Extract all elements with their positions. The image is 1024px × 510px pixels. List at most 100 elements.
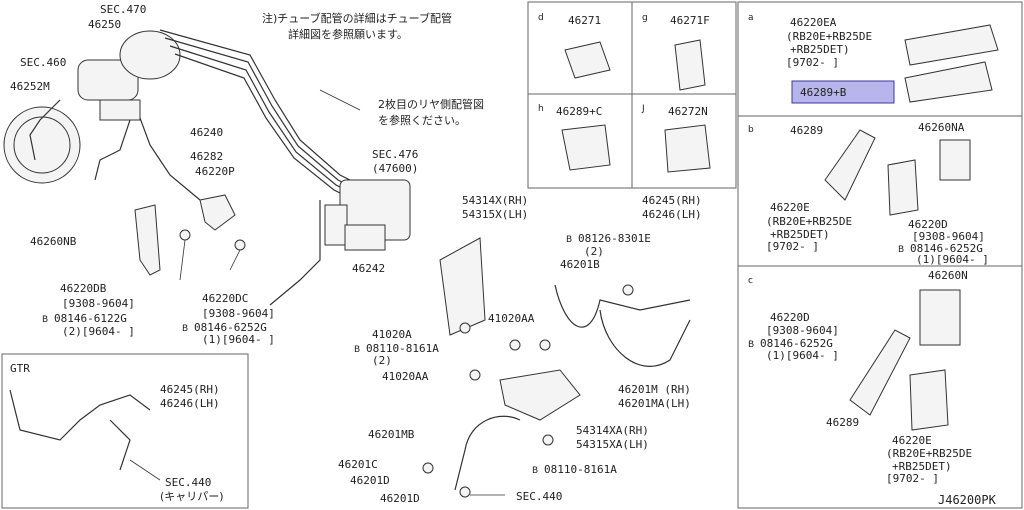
grid-part-46272n: 46272N [668, 105, 708, 118]
label-08110-8161a-qty: (2) [372, 354, 392, 367]
panel-c-letter: c [748, 276, 753, 286]
label-47600: (47600) [372, 162, 418, 175]
panel-c-border [737, 265, 1023, 509]
panel-c-46260n: 46260N [928, 269, 968, 282]
label-08146-6122g-qty: (2)[9604- ] [62, 325, 135, 338]
label-46240: 46240 [190, 126, 223, 139]
label-46282: 46282 [190, 150, 223, 163]
panel-a-variant1: (RB20E+RB25DE [786, 30, 872, 43]
bolt-marker-6: B [898, 245, 904, 255]
bracket-46260na-icon [939, 139, 971, 181]
grid-letter-j: J [641, 104, 645, 114]
panel-b-variant1: (RB20E+RB25DE [766, 215, 852, 228]
bolt-marker-7: B [748, 340, 754, 350]
panel-c-08146: 08146-6252G [760, 337, 833, 350]
bolt-icon [539, 339, 551, 351]
label-08110-8161a-2: 08110-8161A [544, 463, 617, 476]
clip-46272n-icon [664, 124, 711, 173]
gtr-label-sec440: SEC.440 [165, 476, 211, 489]
panel-b-46220d: 46220D [908, 218, 948, 231]
label-54314xa: 54314XA(RH) [576, 424, 649, 437]
label-41020a: 41020A [372, 328, 412, 341]
clip-46220p-icon [199, 194, 236, 231]
bolt-icon [234, 239, 246, 251]
label-46201c: 46201C [338, 458, 378, 471]
label-54315xa: 54315XA(LH) [576, 438, 649, 451]
panel-b-46220d-date: [9308-9604] [912, 230, 985, 243]
bolt-icon [459, 322, 471, 334]
panel-c-08146-qty: (1)[9604- ] [766, 349, 839, 362]
grid-part-46271f: 46271F [670, 14, 710, 27]
bolts [179, 229, 634, 498]
diagram-code: J46200PK [938, 493, 997, 507]
gtr-label-46245: 46245(RH) [160, 383, 220, 396]
panel-c-variant1: (RB20E+RB25DE [886, 447, 972, 460]
label-08126-8301e: 08126-8301E [578, 232, 651, 245]
panel-c-46220d: 46220D [770, 311, 810, 324]
panel-b-letter: b [748, 125, 754, 135]
panel-c-46220d-date: [9308-9604] [766, 324, 839, 337]
label-46201ma: 46201MA(LH) [618, 397, 691, 410]
label-46220dc-date: [9308-9604] [202, 307, 275, 320]
clip-46289-c-icon [849, 329, 911, 416]
label-46242: 46242 [352, 262, 385, 275]
bolt-marker-4: B [354, 345, 360, 355]
label-46245-rh: 46245(RH) [642, 194, 702, 207]
label-54314x: 54314X(RH) [462, 194, 528, 207]
rear-note-line1: 2枚目のリヤ側配管図 [378, 97, 484, 111]
panel-c-variant2: +RB25DET) [892, 460, 952, 473]
label-sec476: SEC.476 [372, 148, 418, 161]
brake-hoses [9, 284, 691, 491]
clip-46289-b-icon [824, 129, 876, 201]
bolt-icon [422, 462, 434, 474]
label-46220db: 46220DB [60, 282, 107, 295]
bolt-icon [459, 486, 471, 498]
panel-b-46289: 46289 [790, 124, 823, 137]
clip-46289b-icon [904, 61, 993, 103]
label-46252m: 46252M [10, 80, 50, 93]
label-08146-6122g: 08146-6122G [54, 312, 127, 325]
bolt-icon [542, 434, 554, 446]
panel-clips [824, 24, 999, 431]
hydraulic-unit [324, 179, 411, 251]
panel-b-46260na: 46260NA [918, 121, 965, 134]
panel-b-variant2: +RB25DET) [770, 228, 830, 241]
label-54315x: 54315X(LH) [462, 208, 528, 221]
highlight-46289b[interactable] [791, 80, 895, 104]
grid-letter-h: h [538, 104, 544, 114]
label-46201d-1: 46201D [350, 474, 390, 487]
label-46220dc: 46220DC [202, 292, 248, 305]
bolt-marker-3: B [566, 235, 572, 245]
panel-a-46220ea: 46220EA [790, 16, 837, 29]
bracket-54314xa-icon [499, 369, 581, 421]
label-46220db-date: [9308-9604] [62, 297, 135, 310]
bolt-icon [179, 229, 191, 241]
label-08146-6252g-qty: (1)[9604- ] [202, 333, 275, 346]
bolt-marker-5: B [532, 466, 538, 476]
panel-c-46220e: 46220E [892, 434, 932, 447]
tube-note-line2: 詳細図を参照願います。 [288, 27, 408, 41]
bracket-46260n-icon [919, 289, 961, 346]
clip-46271f-icon [674, 39, 706, 91]
clip-46289c-icon [561, 124, 611, 171]
grid-letter-d: d [538, 13, 544, 23]
label-46201m: 46201M (RH) [618, 383, 691, 396]
brackets-main [134, 194, 581, 421]
label-46246-lh: 46246(LH) [642, 208, 702, 221]
master-cylinder [3, 30, 181, 184]
clip-46271-icon [564, 41, 611, 79]
panel-c-46289: 46289 [826, 416, 859, 429]
grid-part-46271: 46271 [568, 14, 601, 27]
tube-note-line1: 注)チューブ配管の詳細はチューブ配管 [262, 11, 452, 25]
label-46201d-2: 46201D [380, 492, 420, 505]
label-46220p: 46220P [195, 165, 235, 178]
label-sec440-main: SEC.440 [516, 490, 562, 503]
label-08146-6252g: 08146-6252G [194, 321, 267, 334]
panel-a-highlighted-part[interactable]: 46289+B [800, 86, 847, 99]
panel-b-08146-qty: (1)[9604- ] [916, 253, 989, 266]
label-sec470: SEC.470 [100, 3, 146, 16]
clip-46220e-b-icon [887, 159, 919, 216]
label-08110-8161a: 08110-8161A [366, 342, 439, 355]
